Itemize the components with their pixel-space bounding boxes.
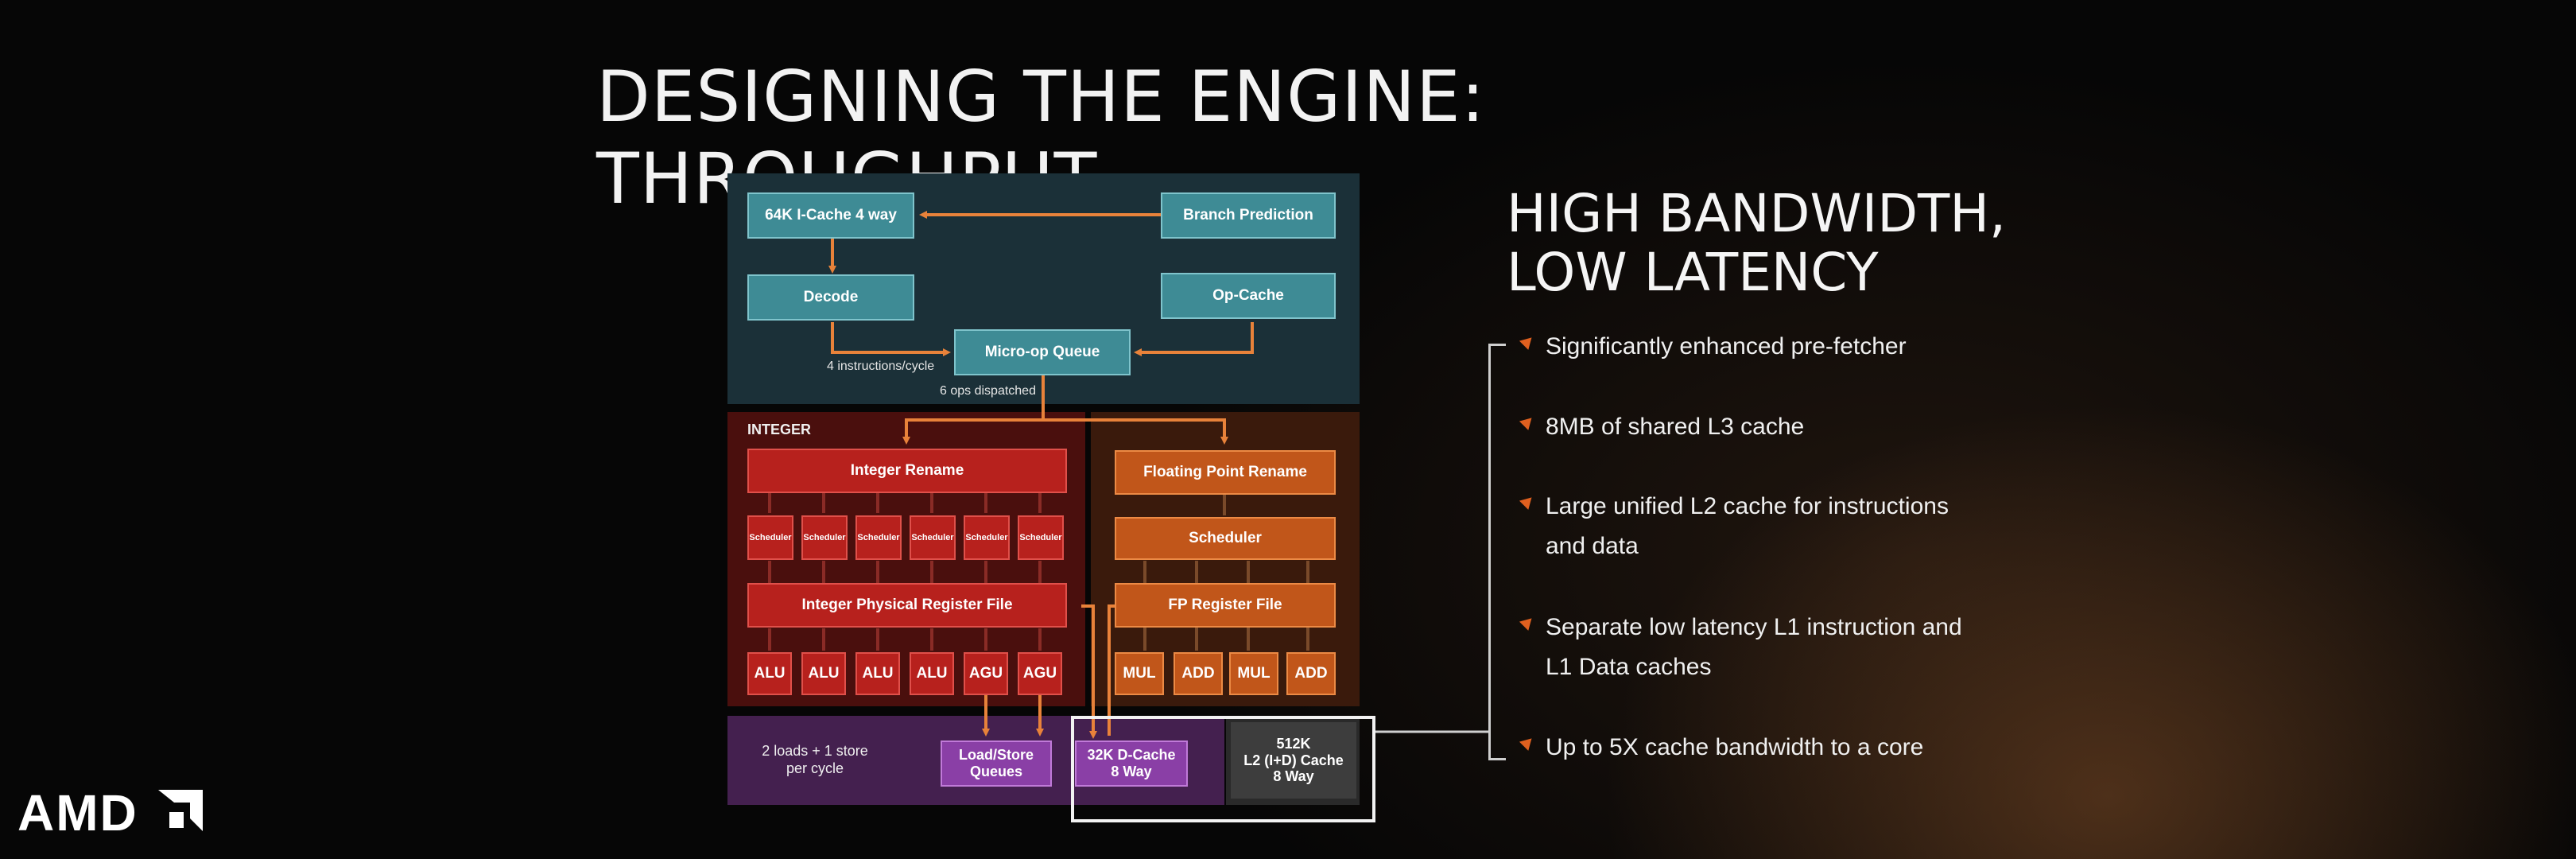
alu-unit-2: ALU [801,652,846,695]
agu-unit-2: AGU [1018,652,1062,695]
bullet-triangle-icon [1519,613,1537,631]
l2-line3: 8 Way [1273,768,1314,785]
fp-mul-unit-2: MUL [1229,652,1278,695]
micro-op-queue-box: Micro-op Queue [954,329,1131,375]
integer-register-file-box: Integer Physical Register File [747,583,1067,628]
alu-unit-1: ALU [747,652,792,695]
bullet-text: Significantly enhanced pre-fetcher [1546,333,1907,360]
bullet-item: 8MB of shared L3 cache [1519,407,1991,447]
instructions-per-cycle-label: 4 instructions/cycle [827,360,935,373]
integer-scheduler-3: Scheduler [855,515,902,560]
amd-arrow-logo-icon [158,790,203,831]
bullet-text: Up to 5X cache bandwidth to a core [1546,734,1924,760]
integer-scheduler-4: Scheduler [910,515,956,560]
ls-queues-line2: Queues [969,764,1023,779]
load-store-queues-box: Load/Store Queues [941,740,1052,787]
dcache-line1: 32K D-Cache [1087,747,1176,764]
loads-stores-line2: per cycle [786,760,844,776]
op-cache-box: Op-Cache [1161,273,1336,319]
bullet-item: Up to 5X cache bandwidth to a core [1519,728,1991,768]
l2-cache-box: 512K L2 (I+D) Cache 8 Way [1231,722,1356,799]
amd-logo-text: AMD [17,784,138,842]
loads-stores-line1: 2 loads + 1 store [762,743,868,759]
integer-scheduler-5: Scheduler [964,515,1010,560]
bullet-triangle-icon [1519,413,1537,430]
bullet-item: Separate low latency L1 instruction and … [1519,608,1991,687]
bullet-triangle-icon [1519,492,1537,510]
alu-unit-4: ALU [910,652,954,695]
decode-box: Decode [747,274,914,321]
bullet-bracket [1488,344,1506,760]
d-cache-box: 32K D-Cache 8 Way [1075,740,1188,787]
loads-stores-label: 2 loads + 1 store per cycle [759,742,871,777]
l2-line2: L2 (I+D) Cache [1243,752,1344,768]
fp-mul-unit-1: MUL [1115,652,1164,695]
agu-unit-1: AGU [964,652,1008,695]
fp-scheduler-box: Scheduler [1115,517,1336,560]
integer-scheduler-2: Scheduler [801,515,848,560]
fp-register-file-box: FP Register File [1115,583,1336,628]
fp-rename-box: Floating Point Rename [1115,450,1336,495]
integer-scheduler-1: Scheduler [747,515,793,560]
section-heading: HIGH BANDWIDTH, LOW LATENCY [1507,185,2063,302]
integer-label: INTEGER [747,422,812,437]
fp-add-unit-1: ADD [1174,652,1223,695]
bullet-text: Separate low latency L1 instruction and … [1546,614,1962,680]
bullet-text: 8MB of shared L3 cache [1546,414,1805,440]
heading-line1: HIGH BANDWIDTH, [1507,183,2006,244]
ops-dispatched-label: 6 ops dispatched [940,384,1036,398]
heading-line2: LOW LATENCY [1507,242,1879,303]
ls-queues-line1: Load/Store [958,747,1034,764]
dcache-line2: 8 Way [1111,764,1152,779]
cache-highlight-box [1071,716,1375,822]
icache-box: 64K I-Cache 4 way [747,192,914,239]
bullet-item: Significantly enhanced pre-fetcher [1519,327,1991,367]
bullet-item: Large unified L2 cache for instructions … [1519,487,1991,566]
alu-unit-3: ALU [855,652,900,695]
bullet-triangle-icon [1519,733,1537,751]
l2-line1: 512K [1276,735,1311,752]
integer-scheduler-6: Scheduler [1018,515,1064,560]
fp-add-unit-2: ADD [1286,652,1336,695]
bullet-triangle-icon [1519,332,1537,350]
integer-rename-box: Integer Rename [747,449,1067,493]
branch-prediction-box: Branch Prediction [1161,192,1336,239]
bullet-text: Large unified L2 cache for instructions … [1546,493,1949,559]
